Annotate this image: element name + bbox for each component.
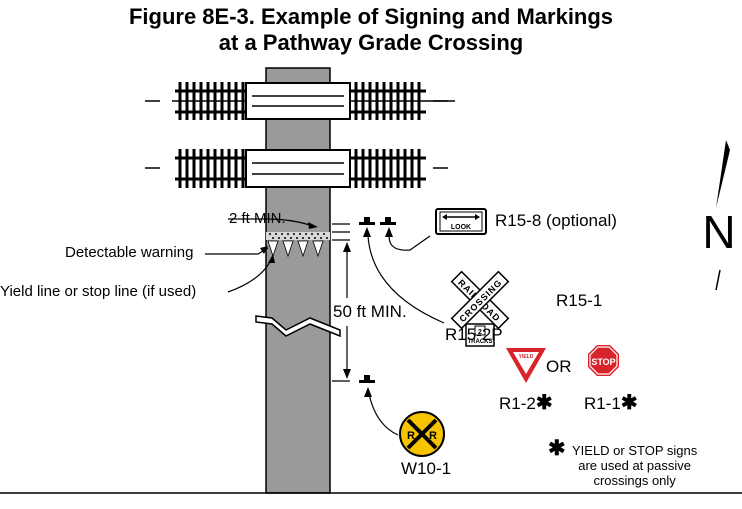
tracks-word: TRACKS — [468, 339, 493, 345]
footnote-line-3: crossings only — [593, 473, 676, 488]
leader-detectable — [205, 247, 269, 255]
ties-right-2 — [354, 149, 421, 188]
label-r1-2: R1-2✱ — [499, 392, 553, 414]
pathway — [265, 67, 331, 494]
look-sign-text: LOOK — [451, 224, 471, 231]
w10-1-sign: R R — [399, 411, 445, 457]
stop-sign-text: STOP — [591, 357, 615, 367]
north-letter: N — [702, 206, 735, 258]
leader-r15-1 — [367, 235, 445, 324]
r1-1-star: ✱ — [620, 392, 638, 414]
leader-r15-8 — [388, 229, 431, 251]
label-w10-1: W10-1 — [401, 459, 452, 478]
stop-sign: STOP — [588, 345, 619, 376]
w10-1-letter-left: R — [407, 430, 415, 442]
label-detectable-warning: Detectable warning — [65, 244, 194, 261]
footnote-line-2: are used at passive — [578, 458, 691, 473]
leader-w10-1 — [368, 393, 399, 436]
footnote-star: ✱ — [548, 437, 566, 460]
tracks-number: 2 — [478, 329, 482, 336]
track-2 — [145, 149, 448, 188]
label-50ft-min: 50 ft MIN. — [333, 302, 407, 321]
pathway-break — [255, 315, 341, 338]
label-r15-1: R15-1 — [556, 291, 603, 310]
track-1 — [145, 82, 455, 120]
look-sign: LOOK — [435, 208, 487, 235]
title-line-1: Figure 8E-3. Example of Signing and Mark… — [128, 4, 614, 29]
footnote: YIELD or STOP signs are used at passive … — [572, 443, 697, 488]
north-arrow — [715, 140, 730, 291]
title-line-2: at a Pathway Grade Crossing — [218, 30, 524, 55]
ties-left-2 — [178, 149, 245, 188]
footnote-line-1: YIELD or STOP signs — [572, 443, 698, 458]
ties-right-1 — [354, 82, 421, 120]
sign-post-bottom — [359, 375, 375, 383]
label-r15-8: R15-8 (optional) — [495, 211, 617, 230]
yield-sign: YIELD — [506, 348, 546, 383]
detectable-warning-dots — [269, 233, 328, 239]
w10-1-letter-right: R — [429, 430, 437, 442]
r1-2-star: ✱ — [535, 392, 553, 414]
ties-left-1 — [178, 82, 245, 120]
label-or: OR — [546, 357, 572, 376]
figure-title: Figure 8E-3. Example of Signing and Mark… — [0, 4, 742, 56]
label-r15-2p: R15-2P — [445, 325, 503, 344]
crossing-panel-1 — [245, 82, 351, 120]
yield-sign-text: YIELD — [519, 354, 534, 360]
sign-post-pair — [359, 217, 396, 225]
label-r1-1: R1-1✱ — [584, 392, 638, 414]
tracks-plaque: 2 TRACKS — [465, 323, 495, 347]
detectable-warning-strip — [266, 232, 330, 240]
label-2ft-min: 2 ft MIN. — [229, 210, 286, 227]
label-yield-line: Yield line or stop line (if used) — [0, 283, 197, 300]
crossing-panel-2 — [245, 149, 351, 188]
crossbuck-sign: RAILROAD CROSSING — [450, 270, 510, 330]
yield-line-triangles — [267, 240, 324, 258]
